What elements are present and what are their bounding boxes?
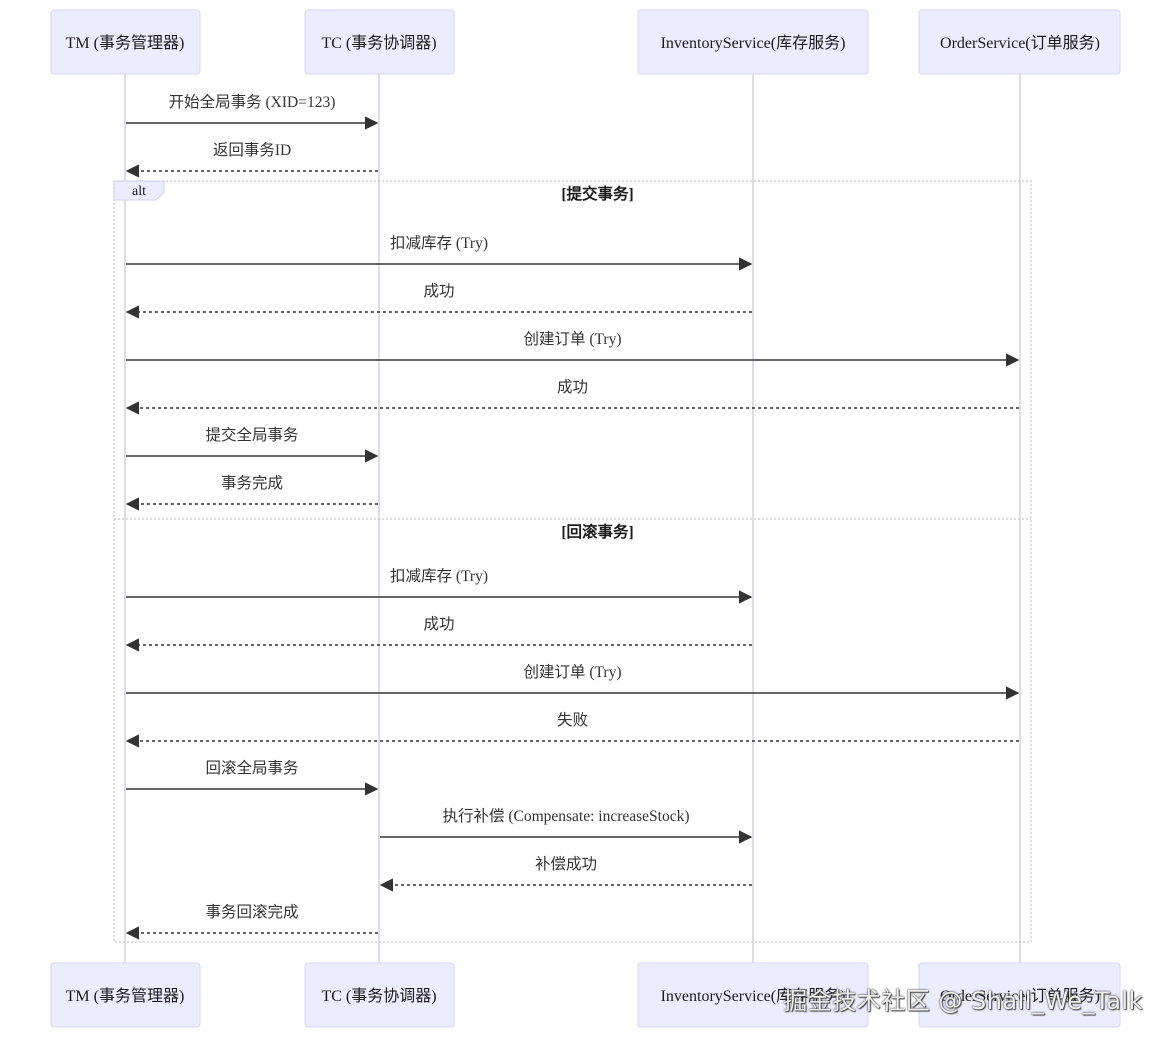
message-0: 开始全局事务 (XID=123) [126,93,379,130]
actor-box-tc-bottom: TC (事务协调器) [304,962,455,1028]
alt-section-title: [提交事务] [561,184,633,203]
message-label: 创建订单 (Try) [523,330,621,348]
message-label: 开始全局事务 (XID=123) [169,93,336,111]
actor-box-tm-bottom: TM (事务管理器) [50,962,201,1028]
actor-label-ord: OrderService(订单服务) [940,34,1100,52]
message-3: 成功 [125,282,752,319]
alt-section-title: [回滚事务] [561,522,633,541]
message-label: 提交全局事务 [205,426,298,444]
message-7: 事务完成 [125,474,378,511]
message-label: 失败 [557,711,588,729]
message-12: 回滚全局事务 [126,759,379,796]
message-1: 返回事务ID [125,141,378,178]
actor-label-tm: TM (事务管理器) [66,987,185,1005]
alt-label-box [113,180,165,201]
actor-label-tm: TM (事务管理器) [66,34,185,52]
message-4: 创建订单 (Try) [126,330,1020,367]
message-label: 事务完成 [221,474,283,492]
actor-box-ord-top: OrderService(订单服务) [918,9,1121,75]
message-label: 事务回滚完成 [205,903,298,921]
actor-box-tm-top: TM (事务管理器) [50,9,201,75]
message-label: 补偿成功 [535,855,597,873]
message-6: 提交全局事务 [126,426,379,463]
message-label: 返回事务ID [213,141,291,159]
message-10: 创建订单 (Try) [126,663,1020,700]
message-15: 事务回滚完成 [125,903,378,940]
message-2: 扣减库存 (Try) [126,234,753,271]
message-13: 执行补偿 (Compensate: increaseStock) [380,807,753,844]
message-label: 成功 [557,378,588,396]
actor-box-inv-bottom: InventoryService(库存服务) [637,962,869,1028]
actor-box-inv-top: InventoryService(库存服务) [637,9,869,75]
message-label: 扣减库存 (Try) [390,567,488,585]
alt-frame [113,180,1032,943]
message-label: 回滚全局事务 [205,759,298,777]
actor-label-tc: TC (事务协调器) [321,987,436,1005]
alt-label: alt [132,184,146,199]
actor-label-tc: TC (事务协调器) [321,34,436,52]
actor-box-tc-top: TC (事务协调器) [304,9,455,75]
message-14: 补偿成功 [379,855,752,892]
message-label: 成功 [423,615,454,633]
message-11: 失败 [125,711,1019,748]
actor-label-inv: InventoryService(库存服务) [661,987,846,1005]
message-label: 成功 [423,282,454,300]
actor-label-ord: OrderService(订单服务) [940,987,1100,1005]
message-label: 扣减库存 (Try) [390,234,488,252]
message-9: 成功 [125,615,752,652]
message-8: 扣减库存 (Try) [126,567,753,604]
message-label: 创建订单 (Try) [523,663,621,681]
actor-label-inv: InventoryService(库存服务) [661,34,846,52]
message-label: 执行补偿 (Compensate: increaseStock) [442,807,689,825]
actor-box-ord-bottom: OrderService(订单服务) [918,962,1121,1028]
message-5: 成功 [125,378,1019,415]
watermark-text: 掘金技术社区 @ Shall_We_Talk [783,987,1143,1015]
